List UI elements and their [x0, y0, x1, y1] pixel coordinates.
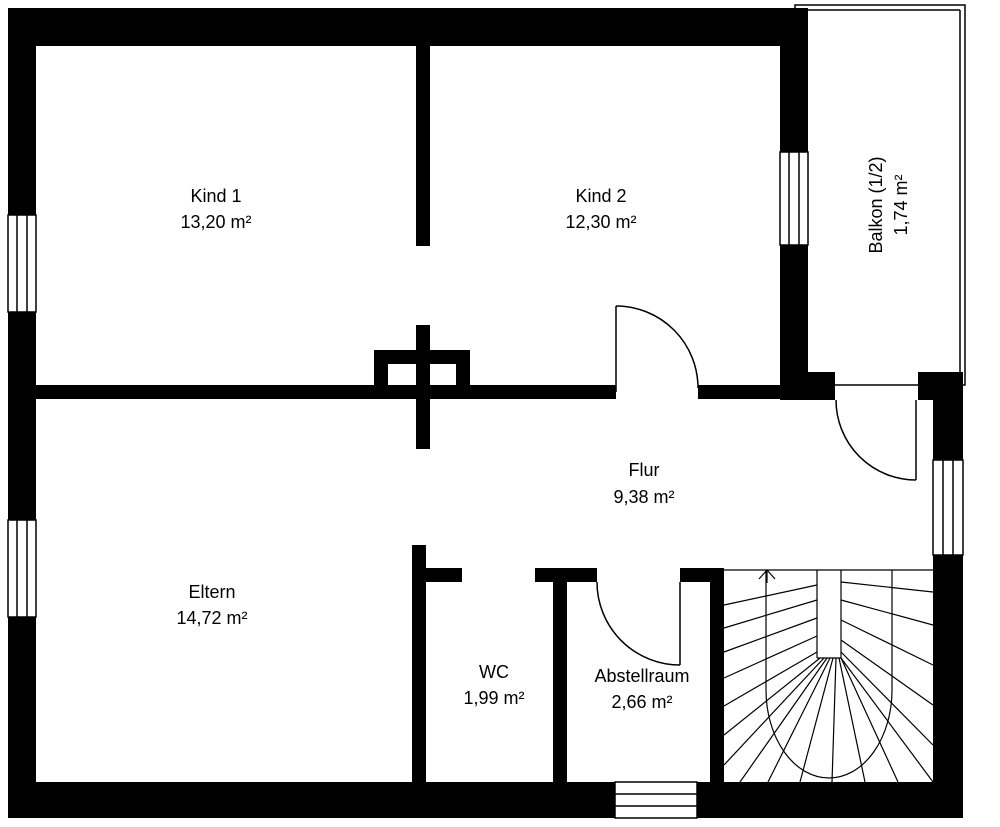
- doors: [596, 305, 917, 666]
- window-kind1-west: [7, 214, 37, 313]
- door-abstellraum: [596, 581, 681, 666]
- staircase: [723, 569, 934, 783]
- room-area-wc: 1,99 m²: [463, 688, 524, 708]
- room-area-balkon: 1,74 m²: [891, 174, 911, 235]
- room-name-kind1: Kind 1: [190, 186, 241, 206]
- window-eltern-west: [7, 519, 37, 618]
- interior-walls: [36, 46, 780, 782]
- room-name-wc: WC: [479, 662, 509, 682]
- window-abstellraum-south: [614, 781, 698, 819]
- room-name-kind2: Kind 2: [575, 186, 626, 206]
- exterior-walls: [8, 8, 963, 818]
- room-area-eltern: 14,72 m²: [176, 608, 247, 628]
- room-name-abstellraum: Abstellraum: [594, 666, 689, 686]
- window-kind2-east: [779, 151, 809, 246]
- window-flur-east: [932, 459, 964, 556]
- door-kind2: [615, 305, 699, 392]
- room-name-balkon: Balkon (1/2): [866, 156, 886, 253]
- room-area-flur: 9,38 m²: [613, 487, 674, 507]
- room-area-kind1: 13,20 m²: [180, 212, 251, 232]
- windows: [7, 151, 964, 819]
- room-name-flur: Flur: [629, 460, 660, 480]
- room-name-eltern: Eltern: [188, 582, 235, 602]
- door-balkon: [835, 399, 917, 481]
- room-area-kind2: 12,30 m²: [565, 212, 636, 232]
- room-area-abstellraum: 2,66 m²: [611, 692, 672, 712]
- room-labels: Kind 1 13,20 m² Kind 2 12,30 m² Balkon (…: [176, 156, 911, 712]
